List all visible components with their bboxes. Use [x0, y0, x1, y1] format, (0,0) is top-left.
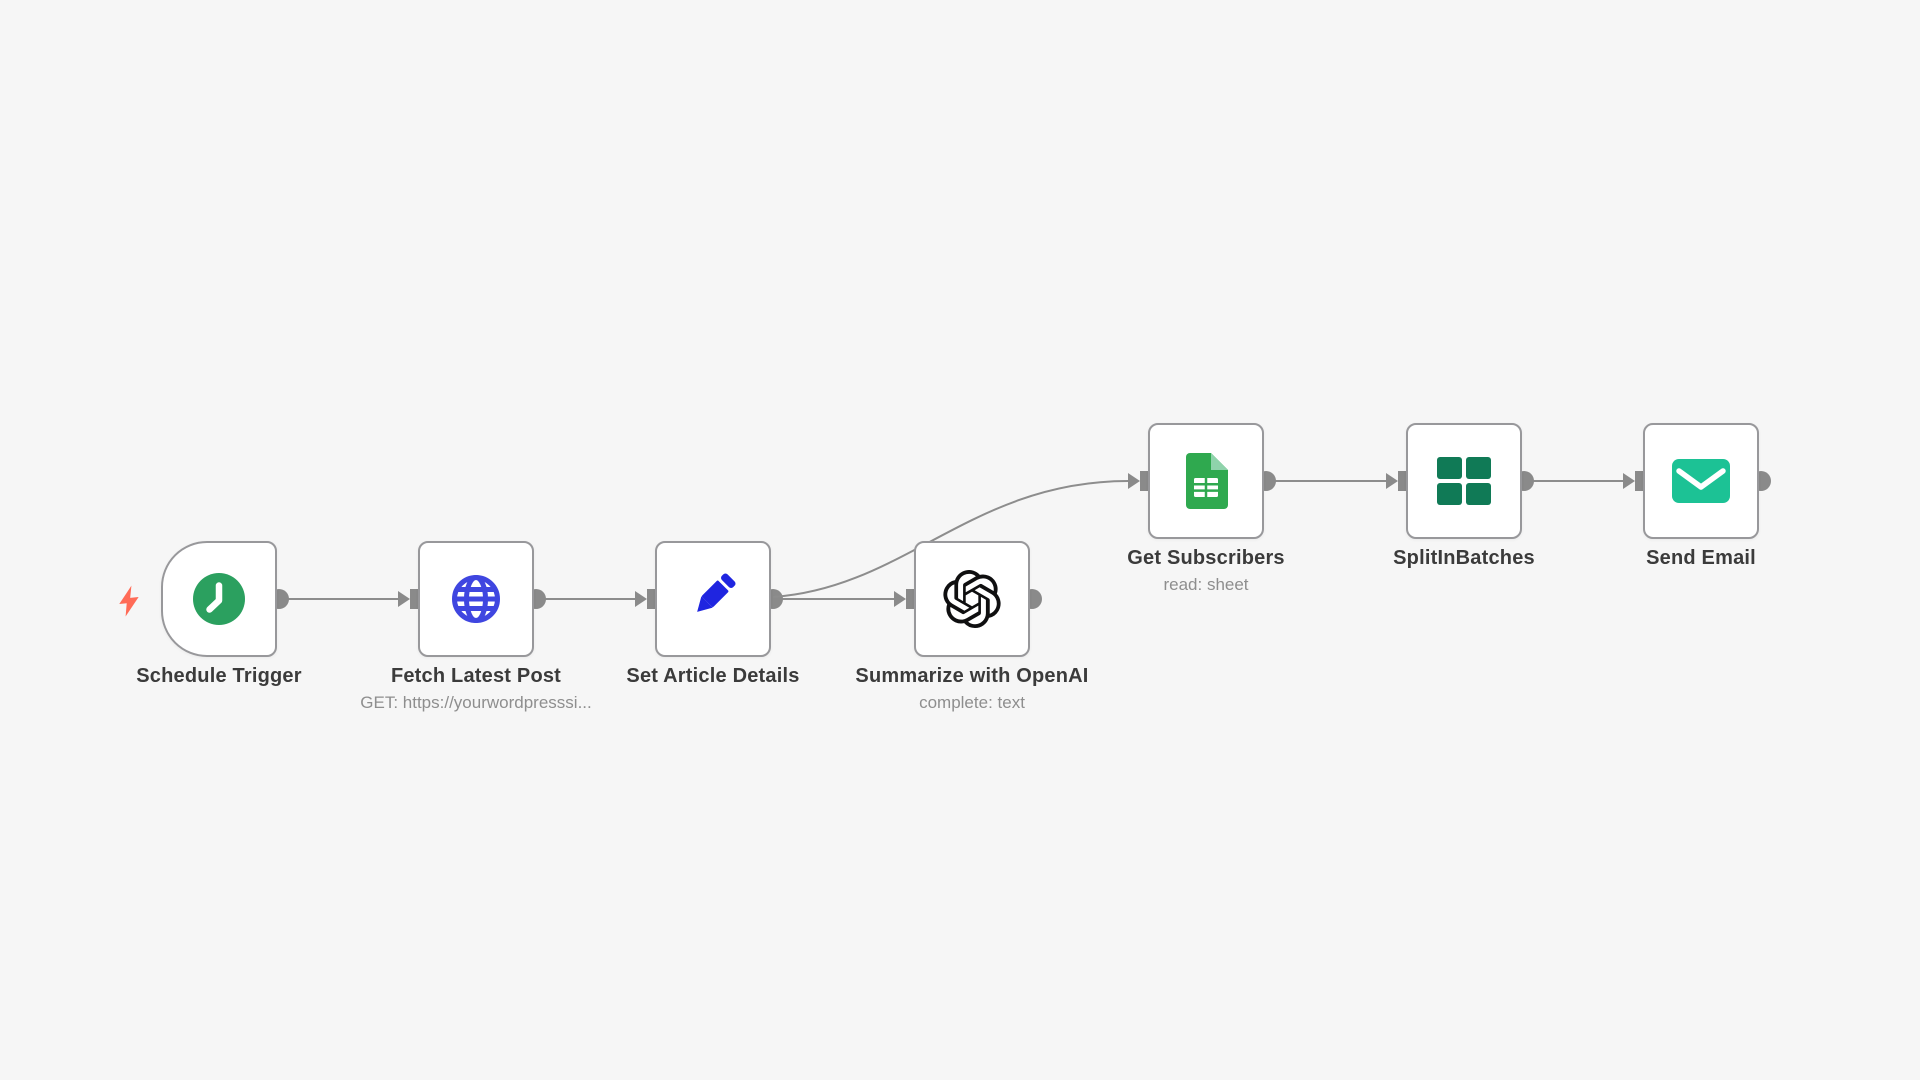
- node-card[interactable]: [161, 541, 277, 657]
- connection-fetch-to-set: [526, 589, 657, 609]
- openai-icon: [943, 570, 1001, 628]
- node-label: Send Email: [1646, 547, 1756, 569]
- node-label: Fetch Latest Post: [390, 665, 562, 687]
- node-subtitle: complete: text: [919, 693, 1025, 712]
- node-label: Schedule Trigger: [136, 665, 302, 687]
- node-send-email[interactable]: Send Email: [1643, 423, 1759, 569]
- node-fetch-latest-post[interactable]: Fetch Latest Post GET: https://yourwordp…: [360, 541, 592, 712]
- node-label: Get Subscribers: [1127, 547, 1285, 569]
- lightning-bolt-icon: [119, 585, 139, 617]
- node-card[interactable]: [1643, 423, 1759, 539]
- clock-icon: [193, 573, 245, 625]
- globe-icon: [452, 575, 500, 623]
- envelope-icon: [1672, 459, 1730, 503]
- node-summarize-with-openai[interactable]: Summarize with OpenAI complete: text: [855, 541, 1088, 712]
- node-card[interactable]: [914, 541, 1030, 657]
- node-label: Summarize with OpenAI: [855, 665, 1089, 687]
- node-subtitle: GET: https://yourwordpresssi...: [360, 693, 592, 712]
- node-card[interactable]: [1148, 423, 1264, 539]
- node-card[interactable]: [1406, 423, 1522, 539]
- node-subtitle: read: sheet: [1163, 575, 1249, 594]
- connection-subscribers-to-split: [1256, 471, 1408, 491]
- pencil-icon: [697, 573, 736, 612]
- node-get-subscribers[interactable]: Get Subscribers read: sheet: [1127, 423, 1285, 594]
- node-label: SplitInBatches: [1393, 547, 1535, 569]
- node-card[interactable]: [655, 541, 771, 657]
- google-sheets-icon: [1186, 453, 1228, 509]
- node-card[interactable]: [418, 541, 534, 657]
- node-splitinbatches[interactable]: SplitInBatches: [1393, 423, 1535, 569]
- connection-set-to-openai: [763, 589, 916, 609]
- node-schedule-trigger[interactable]: Schedule Trigger: [136, 541, 302, 687]
- connection-schedule-to-fetch: [269, 589, 420, 609]
- node-set-article-details[interactable]: Set Article Details: [626, 541, 799, 687]
- grid-icon: [1437, 457, 1491, 505]
- node-label: Set Article Details: [626, 665, 800, 687]
- connection-split-to-email: [1514, 471, 1645, 491]
